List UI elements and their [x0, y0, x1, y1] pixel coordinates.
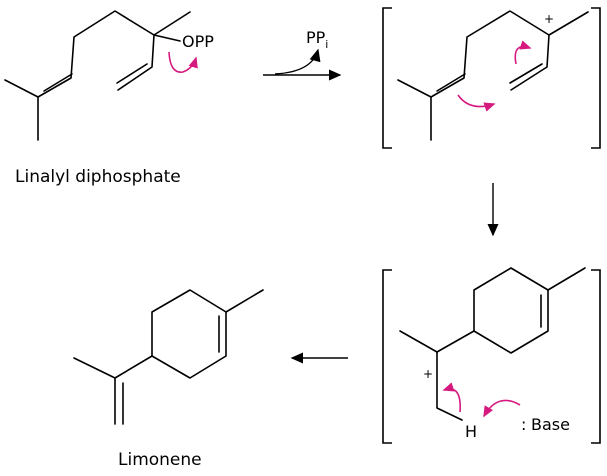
- cation-plus-1: +: [544, 12, 554, 26]
- limonene-label: Limonene: [118, 450, 202, 470]
- ppi-label: PPi: [306, 28, 328, 51]
- base-label: Base: [531, 415, 570, 434]
- limonene-structure: [73, 289, 264, 425]
- linalyl-diphosphate-label: Linalyl diphosphate: [15, 167, 181, 187]
- h-label: H: [465, 422, 477, 441]
- terpinyl-cation-structure: + H : Base: [382, 267, 601, 444]
- opp-label: OPP: [182, 32, 214, 51]
- linalyl-diphosphate-structure: OPP: [4, 10, 214, 141]
- base-dots: :: [521, 415, 526, 434]
- arrow-ionization: PPi: [263, 28, 342, 81]
- cation-plus-2: +: [423, 367, 433, 381]
- allylic-cation-structure: +: [382, 7, 601, 149]
